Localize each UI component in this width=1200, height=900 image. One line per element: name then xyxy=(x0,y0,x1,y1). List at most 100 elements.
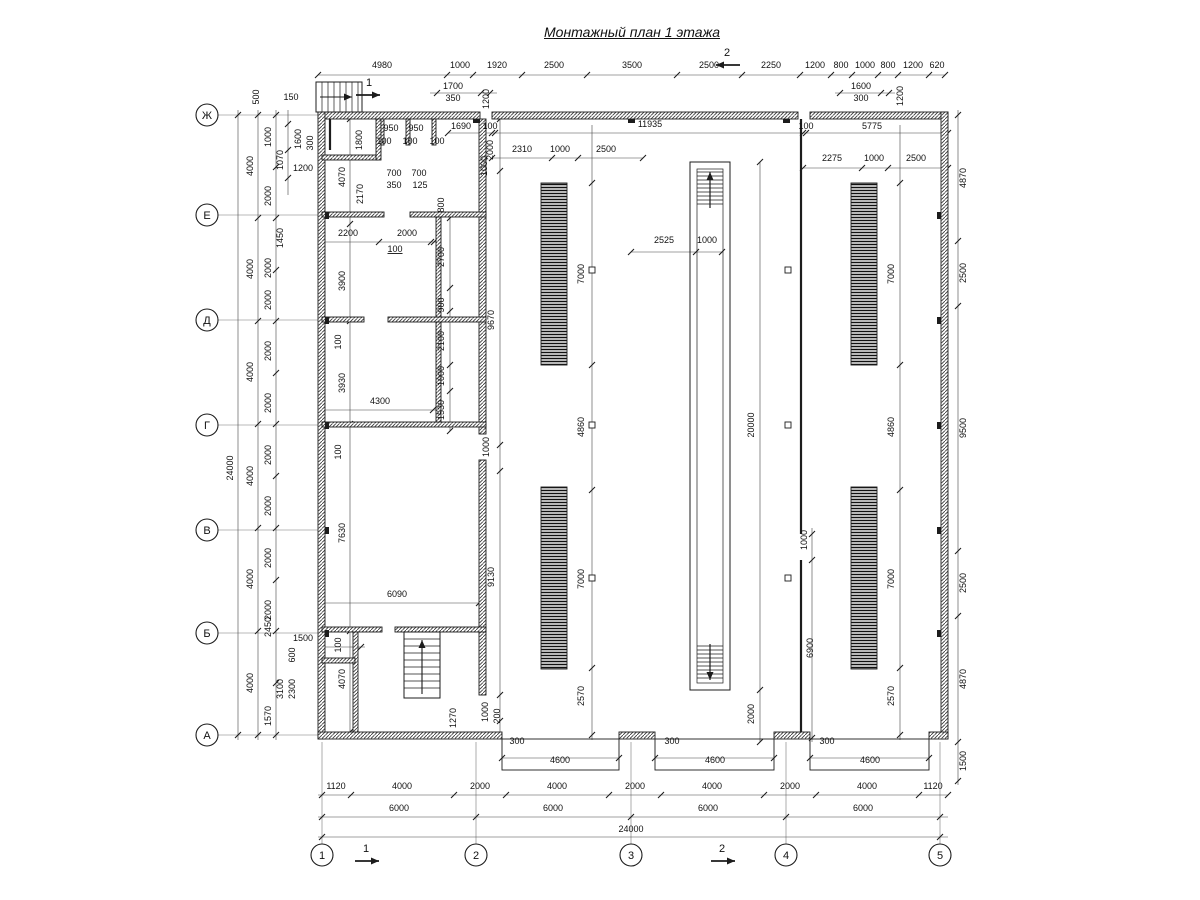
axis-row-circle xyxy=(195,103,219,127)
dimension-text: 11935 xyxy=(638,119,662,129)
dimension-text: 4300 xyxy=(370,396,390,406)
dimension-tick xyxy=(254,524,262,532)
dimension-text: 1200 xyxy=(805,60,825,70)
dimension-text: 7000 xyxy=(576,264,586,284)
dimension-text: 2525 xyxy=(654,235,674,245)
wall-pilaster xyxy=(783,119,790,123)
axis-row-label: В xyxy=(203,525,210,537)
dimension-tick xyxy=(427,238,435,246)
axis-row-circle xyxy=(195,413,219,437)
dimension-text: 1000 xyxy=(479,156,489,176)
dimension-text: 2000 xyxy=(263,186,273,206)
dimension-tick xyxy=(657,791,665,799)
dimension-text: 100 xyxy=(429,136,444,146)
dimension-tick xyxy=(446,284,454,292)
dimension-tick xyxy=(627,248,635,256)
dimension-text: 800 xyxy=(880,60,895,70)
dimension-tick xyxy=(954,302,962,310)
dimension-tick xyxy=(936,833,944,841)
dimension-tick xyxy=(318,813,326,821)
dimension-text: 3930 xyxy=(337,373,347,393)
dimension-text: 1200 xyxy=(895,86,905,106)
section-mark-arrow-icon xyxy=(727,857,735,865)
dimension-text: 9670 xyxy=(486,310,496,330)
dimension-text: 2000 xyxy=(746,704,756,724)
section-mark-arrow-icon xyxy=(372,91,380,99)
section-mark-arrow-icon xyxy=(371,857,379,865)
wall xyxy=(405,118,411,146)
dimension-text: 2500 xyxy=(544,60,564,70)
dimension-tick xyxy=(884,164,892,172)
dimension-tick xyxy=(450,791,458,799)
dimension-text: 4980 xyxy=(372,60,392,70)
dimension-tick xyxy=(858,164,866,172)
dimension-tick xyxy=(443,71,451,79)
dimension-tick xyxy=(446,361,454,369)
dimension-text: 1690 xyxy=(451,121,471,131)
dimension-text: 1000 xyxy=(436,366,446,386)
dimension-text: 2000 xyxy=(263,548,273,568)
dimension-text: 300 xyxy=(305,135,315,150)
dimension-tick xyxy=(588,361,596,369)
dimension-text: 1600 xyxy=(851,81,871,91)
axis-col-label: 5 xyxy=(937,850,943,862)
dimension-tick xyxy=(692,248,700,256)
axis-row-label: Е xyxy=(203,210,210,222)
wall xyxy=(435,321,442,423)
wall xyxy=(321,154,379,161)
dimension-text: 4000 xyxy=(547,781,567,791)
dimension-text: 2500 xyxy=(958,573,968,593)
stair-top-outline xyxy=(315,81,363,113)
dimension-text: 4070 xyxy=(337,167,347,187)
dimension-text: 200 xyxy=(492,708,502,723)
wall xyxy=(321,421,487,428)
dimension-tick xyxy=(272,317,280,325)
dimension-tick xyxy=(496,717,504,725)
dimension-tick xyxy=(954,612,962,620)
axis-row-label: Ж xyxy=(202,110,212,122)
dimension-tick xyxy=(936,813,944,821)
stair-bottom-outline xyxy=(403,631,441,699)
dimension-tick xyxy=(874,71,882,79)
wall xyxy=(809,111,949,120)
dimension-tick xyxy=(639,154,647,162)
wall-pilaster xyxy=(325,630,329,637)
dimension-tick xyxy=(588,486,596,494)
dimension-tick xyxy=(574,154,582,162)
column xyxy=(588,421,596,429)
dimension-text: 1000 xyxy=(864,153,884,163)
dimension-text: 1120 xyxy=(326,781,345,791)
dimension-text: 4000 xyxy=(392,781,412,791)
dimension-tick xyxy=(272,627,280,635)
stair-arrowhead-icon xyxy=(344,93,352,101)
dimension-text: 100 xyxy=(333,334,343,349)
dimension-text: 2000 xyxy=(263,258,273,278)
dimension-text: 100 xyxy=(376,136,391,146)
dimension-text: 2200 xyxy=(338,228,358,238)
dimension-text: 2500 xyxy=(958,263,968,283)
axis-col-label: 2 xyxy=(473,850,479,862)
dimension-text: 9130 xyxy=(486,567,496,587)
wall xyxy=(478,118,487,435)
dimension-text: 300 xyxy=(853,93,868,103)
dimension-tick xyxy=(272,111,280,119)
dimension-tick xyxy=(272,163,280,171)
dimension-text: 100 xyxy=(482,121,497,131)
dimension-text: 300 xyxy=(664,736,679,746)
dimension-text: 6000 xyxy=(698,803,718,813)
axis-col-label: 4 xyxy=(783,850,789,862)
wall-pilaster xyxy=(325,212,329,219)
dimension-text: 1270 xyxy=(448,708,458,728)
axis-row-circle xyxy=(195,518,219,542)
dimension-text: 300 xyxy=(819,736,834,746)
wall-pilaster xyxy=(325,422,329,429)
dimension-tick xyxy=(446,387,454,395)
dimension-tick xyxy=(469,71,477,79)
dimension-text: 100 xyxy=(333,637,343,652)
dimension-tick xyxy=(518,71,526,79)
wall xyxy=(321,657,356,664)
dimension-text: 2000 xyxy=(263,290,273,310)
column xyxy=(784,421,792,429)
dimension-text: 24000 xyxy=(225,455,235,480)
dimension-text: 4600 xyxy=(705,755,725,765)
